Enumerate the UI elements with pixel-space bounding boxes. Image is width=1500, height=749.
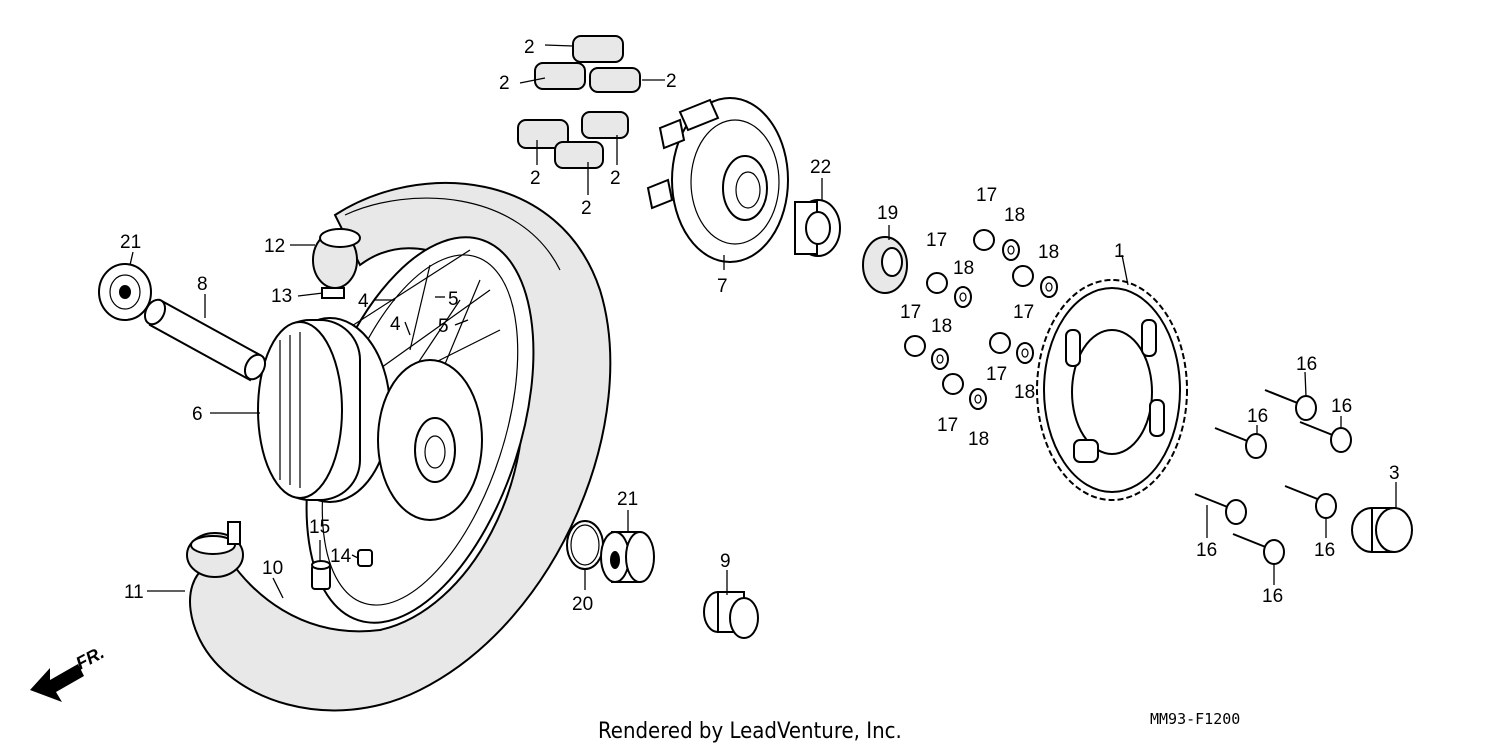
sprocket-bolts-part [1194,389,1352,565]
callout-19: 19 [877,203,898,224]
callout-8: 8 [197,274,208,295]
callout-22: 22 [810,157,831,178]
axle-collar-part [703,591,759,639]
callout-18-d: 18 [931,316,952,337]
callout-7: 7 [717,276,728,297]
callout-16-f: 16 [1262,586,1283,607]
callout-2-right: 2 [666,71,677,92]
callout-11: 11 [124,582,144,603]
callout-21-left: 21 [120,232,141,253]
sprocket-washers-part [931,239,1058,410]
callout-14: 14 [330,546,352,567]
bearing-left-part [98,263,152,321]
callout-18-c: 18 [953,258,974,279]
callout-16-d: 16 [1196,540,1217,561]
side-collar-part [1351,507,1413,553]
callout-6: 6 [192,404,203,425]
damper-rubbers-part [517,35,641,169]
callout-21-right: 21 [617,489,638,510]
callout-16-c: 16 [1331,396,1352,417]
callout-10: 10 [262,558,283,579]
callout-5-lower: 5 [438,316,449,337]
tube-lower-part [186,521,244,578]
callout-2-bottom-left: 2 [530,168,541,189]
tube-part [312,228,361,289]
callout-13: 13 [271,286,292,307]
bearing-22-part [794,199,841,257]
valve-part [311,560,331,590]
hub-drum-part [257,317,483,521]
driven-flange-part [646,97,789,263]
distance-collar-part [143,298,267,382]
callout-16-a: 16 [1296,354,1317,375]
callout-labels: 1 2 2 2 2 2 2 3 4 4 5 5 6 7 8 9 10 11 12… [120,37,1400,615]
rim-band-part [321,287,345,299]
callout-16-e: 16 [1314,540,1335,561]
driven-sprocket-part [1036,279,1188,501]
callout-18-e: 18 [1014,382,1035,403]
callout-18-b: 18 [1038,242,1059,263]
callout-2-bottom-mid: 2 [581,198,592,219]
callout-4-lower: 4 [390,314,401,335]
callout-15: 15 [309,517,330,538]
leader-lines [129,44,1397,599]
callout-17-b: 17 [926,230,947,251]
callout-17-d: 17 [900,302,921,323]
o-ring-part [566,520,604,570]
front-direction-arrow-icon: FR. [30,642,107,702]
callout-12: 12 [264,236,285,257]
callout-2-top: 2 [524,37,535,58]
callout-17-c: 17 [1013,302,1034,323]
callout-17-e: 17 [986,364,1007,385]
callout-9: 9 [720,551,731,572]
callout-17-f: 17 [937,415,958,436]
callout-3: 3 [1389,463,1400,484]
callout-16-b: 16 [1247,406,1268,427]
diagram-code: MM93-F1200 [1150,710,1240,728]
oil-seal-part [862,236,908,294]
callout-17-a: 17 [976,185,997,206]
callout-18-a: 18 [1004,205,1025,226]
sprocket-nuts-part [904,229,1034,395]
callout-2-bottom-right: 2 [610,168,621,189]
bearing-right-part [600,531,655,583]
render-credit: Rendered by LeadVenture, Inc. [598,719,902,744]
callout-4-upper: 4 [358,291,369,312]
callout-20: 20 [572,594,593,615]
callout-5-upper: 5 [448,289,459,310]
callout-2-left: 2 [499,73,510,94]
callout-1: 1 [1114,241,1125,262]
valve-nut-part [357,549,373,567]
callout-18-f: 18 [968,429,989,450]
